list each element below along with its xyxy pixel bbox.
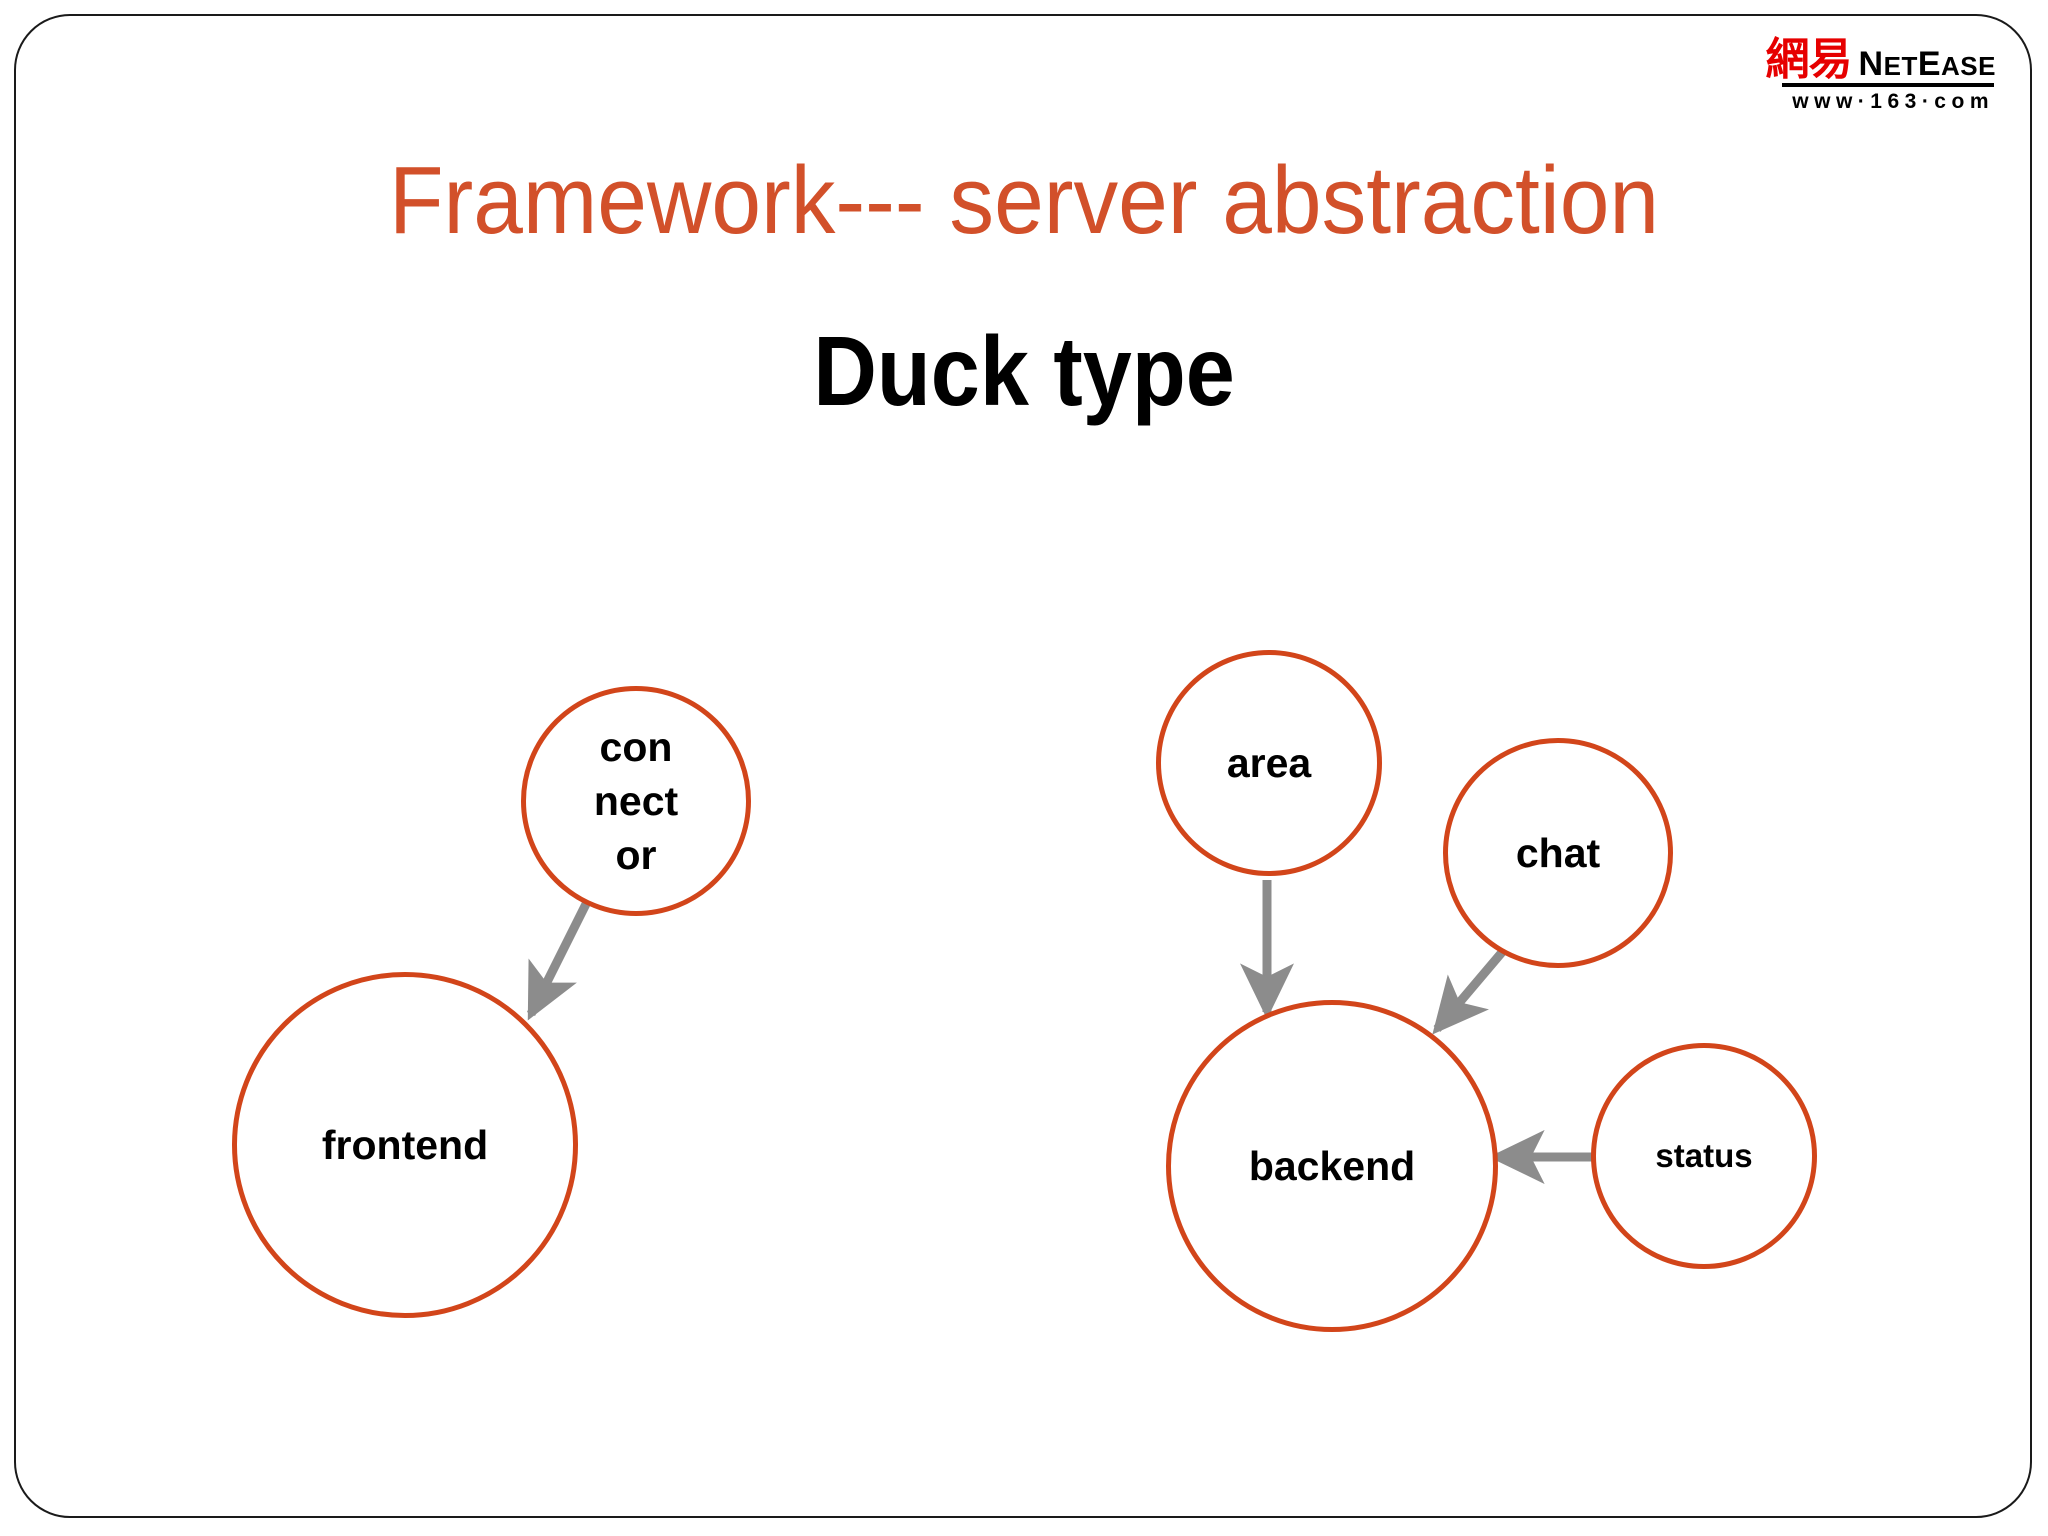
node-backend-label: backend [1248, 1142, 1416, 1189]
node-connector[interactable]: con nect or [521, 686, 751, 916]
page-subtitle: Duck type [813, 316, 1235, 426]
slide-border-frame [14, 14, 2032, 1518]
netease-brand-text: NETEASE [1858, 45, 1996, 84]
node-frontend[interactable]: frontend [232, 972, 578, 1318]
logo-wordmark-row: 網易 NETEASE [1728, 34, 1996, 85]
page-title: Framework--- server abstraction [388, 147, 1660, 254]
netease-chinese-characters: 網易 [1765, 34, 1853, 85]
arrow-chat-to-backend [1432, 941, 1513, 1035]
node-status[interactable]: status [1591, 1043, 1817, 1269]
netease-url-text: www·163·com [1792, 90, 1994, 114]
node-chat[interactable]: chat [1443, 738, 1673, 968]
node-status-label: status [1655, 1137, 1753, 1175]
node-area-label: area [1226, 739, 1312, 786]
logo-divider-rule [1782, 83, 1994, 88]
node-backend[interactable]: backend [1166, 1000, 1498, 1332]
netease-logo: 網易 NETEASE www·163·com [1728, 34, 1996, 114]
node-connector-label: con nect or [593, 723, 679, 879]
arrow-connector-to-frontend [526, 895, 594, 1021]
node-chat-label: chat [1515, 829, 1601, 876]
node-area[interactable]: area [1156, 650, 1382, 876]
node-frontend-label: frontend [321, 1121, 489, 1168]
